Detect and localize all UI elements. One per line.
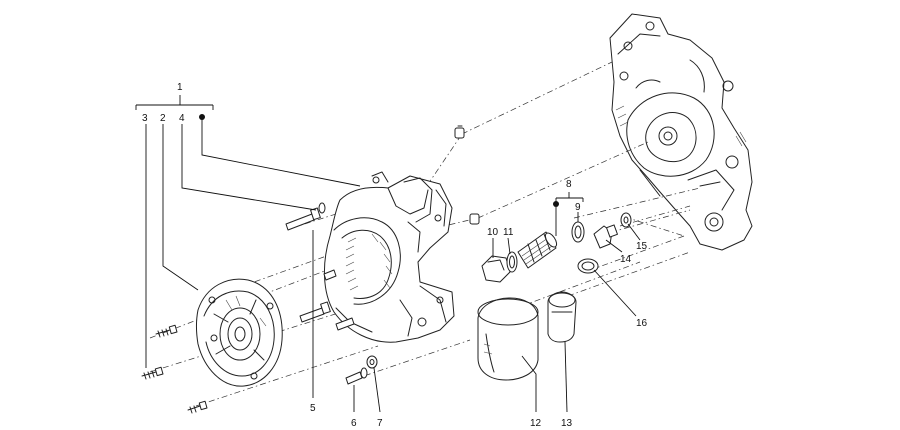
callout-numbers: 1 3 2 4 5 6 7 8 9 10 11 12 13 14 15 16 [142, 82, 648, 429]
bolt-4 [285, 202, 326, 231]
bolt-6 [345, 367, 368, 385]
drain-plug-10 [481, 255, 511, 283]
callout-14: 14 [620, 254, 632, 265]
o-ring-11 [506, 251, 518, 273]
callout-2: 2 [160, 113, 166, 124]
callout-1: 1 [177, 82, 183, 93]
callout-10: 10 [487, 227, 499, 238]
callout-9: 9 [575, 202, 581, 213]
crankcase-half [609, 13, 753, 251]
outer-disc-cover [196, 278, 283, 387]
washer-7 [366, 355, 378, 369]
bullet-marker-group1 [199, 114, 205, 120]
bolt-5b [335, 317, 355, 331]
washer-15 [620, 212, 632, 228]
filter-screen [517, 231, 558, 269]
plug-small-top [454, 125, 465, 139]
callout-11: 11 [503, 227, 514, 238]
bullet-marker-group8 [553, 201, 559, 207]
callout-8: 8 [566, 179, 572, 190]
callout-4: 4 [179, 113, 185, 124]
sleeve-13 [547, 291, 577, 343]
callout-15: 15 [636, 241, 648, 252]
callout-5: 5 [310, 403, 316, 414]
bolt-5a [299, 301, 331, 323]
callout-6: 6 [351, 418, 357, 429]
side-cover [323, 171, 455, 343]
leader-lines [135, 95, 641, 413]
screw-3c [187, 400, 208, 414]
screw-3a [155, 324, 178, 338]
screw-3b [141, 366, 164, 380]
callout-16: 16 [636, 318, 648, 329]
plug-small-mid [469, 213, 480, 225]
clamp-16 [577, 258, 599, 274]
valve-14 [593, 224, 618, 249]
bolt-5c [323, 269, 337, 281]
callout-12: 12 [530, 418, 542, 429]
oil-filter-12 [477, 297, 539, 381]
callout-7: 7 [377, 418, 383, 429]
callout-13: 13 [561, 418, 573, 429]
o-ring-9 [571, 221, 585, 243]
callout-3: 3 [142, 113, 148, 124]
